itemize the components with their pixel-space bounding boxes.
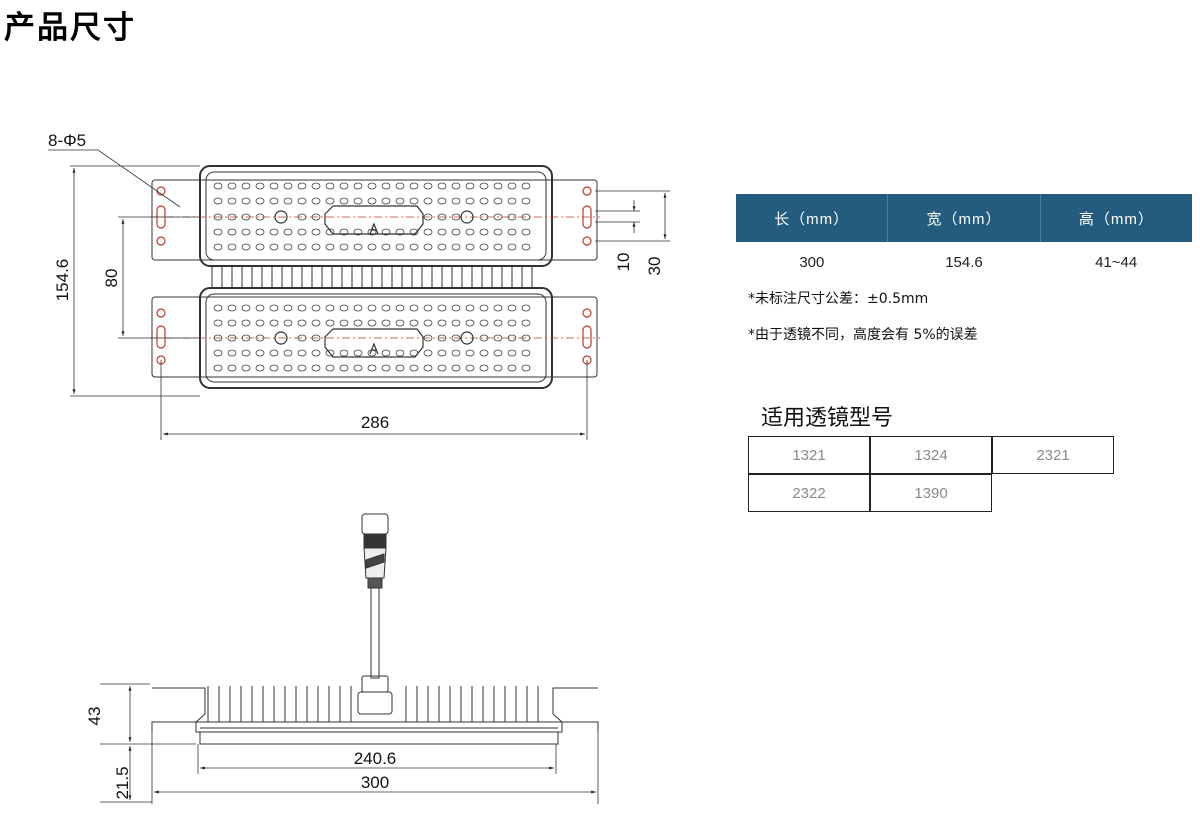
lens-section-title: 适用透镜型号 [761, 406, 894, 431]
dim-inner-length: 240.6 [354, 749, 397, 768]
dim-10: 10 [614, 253, 633, 272]
side-view [151, 513, 599, 745]
note-tolerance: *未标注尺寸公差：±0.5mm [748, 291, 929, 307]
header-width: 宽（mm） [887, 194, 1041, 242]
dim-total-length: 300 [361, 773, 389, 792]
lens-model-cell: 1321 [748, 436, 870, 474]
hole-callout-label: 8-Φ5 [48, 131, 86, 150]
header-height: 高（mm） [1040, 194, 1192, 242]
spec-value-row: 300 154.6 41~44 [736, 242, 1192, 282]
lens-model-cell: 1390 [870, 474, 992, 512]
top-view [151, 165, 598, 389]
spec-header-row: 长（mm） 宽（mm） 高（mm） [736, 194, 1192, 242]
lens-model-cell: 1324 [870, 436, 992, 474]
spec-table: 长（mm） 宽（mm） 高（mm） 300 154.6 41~44 [736, 194, 1192, 282]
dim-side-height: 43 [85, 707, 104, 726]
dim-total-height: 154.6 [53, 259, 72, 302]
value-height: 41~44 [1095, 253, 1138, 271]
module-top [151, 165, 598, 267]
note-height-variance: *由于透镜不同，高度会有 5%的误差 [748, 327, 978, 343]
header-length: 长（mm） [736, 194, 889, 242]
page-title: 产品尺寸 [4, 10, 136, 46]
lens-model-cell: 2321 [992, 436, 1114, 474]
dim-30: 30 [645, 257, 664, 276]
lens-model-cell: 2322 [748, 474, 870, 512]
dim-hole-width: 286 [361, 413, 389, 432]
value-length: 300 [799, 253, 825, 271]
lens-model-grid: 1321 1324 2321 2322 1390 [748, 436, 1116, 513]
value-width: 154.6 [945, 253, 983, 271]
dim-inner-spacing: 80 [102, 269, 121, 288]
dim-base-height: 21.5 [113, 766, 132, 799]
